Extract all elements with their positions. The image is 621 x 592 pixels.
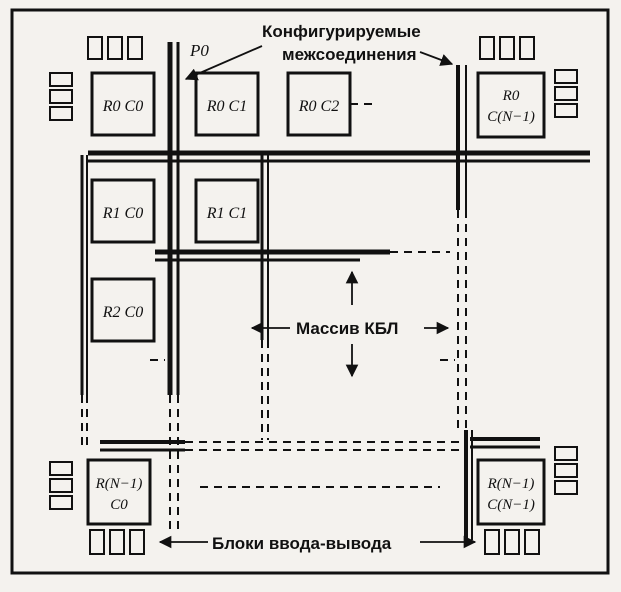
cell-r1c0: R1 C0 — [90, 178, 156, 244]
array-label: Массив КБЛ — [296, 319, 398, 338]
cell-r0c1: R0 C1 — [194, 71, 260, 137]
cell-rncn: R(N−1) C(N−1) — [476, 458, 546, 526]
cell-r2c0: R2 C0 — [90, 277, 156, 343]
interconnect-label-line1: Конфигурируемые — [262, 22, 421, 41]
io-block-group-top-right — [479, 36, 578, 118]
cell-r1c1-label: R1 C1 — [206, 205, 247, 222]
interconnect-label-line2: межсоединения — [282, 45, 417, 64]
cell-rnc0: R(N−1) C0 — [86, 458, 152, 526]
cell-r1c0-label: R1 C0 — [102, 205, 143, 222]
cell-r0cn-label-line2: C(N−1) — [487, 109, 535, 125]
cell-r0c2: R0 C2 — [286, 71, 352, 137]
io-block-group-bottom-left — [49, 461, 145, 555]
annotation-arrows — [158, 45, 477, 549]
cell-r0cn: R0 C(N−1) — [476, 71, 546, 139]
cell-rncn-label-line2: C(N−1) — [487, 497, 535, 513]
cell-r0c2-label: R0 C2 — [298, 98, 339, 115]
chip-outline — [10, 8, 610, 575]
io-block-group-top-left — [49, 36, 143, 121]
cell-rncn-label-line1: R(N−1) — [487, 476, 535, 492]
io-block-group-bottom-right — [484, 446, 578, 555]
cell-r2c0-label: R2 C0 — [102, 304, 143, 321]
cell-r0cn-label-line1: R0 — [502, 88, 520, 104]
cell-r0c1-label: R0 C1 — [206, 98, 247, 115]
cell-r0c0-label: R0 C0 — [102, 98, 143, 115]
cell-r0c0: R0 C0 — [90, 71, 156, 137]
cell-r1c1: R1 C1 — [194, 178, 260, 244]
cell-rnc0-label-line2: C0 — [110, 497, 128, 513]
io-blocks-label: Блоки ввода-вывода — [212, 534, 392, 553]
routing-dashed-continuations — [81, 103, 467, 530]
cell-rnc0-label-line1: R(N−1) — [95, 476, 143, 492]
p0-label: P0 — [189, 41, 209, 60]
